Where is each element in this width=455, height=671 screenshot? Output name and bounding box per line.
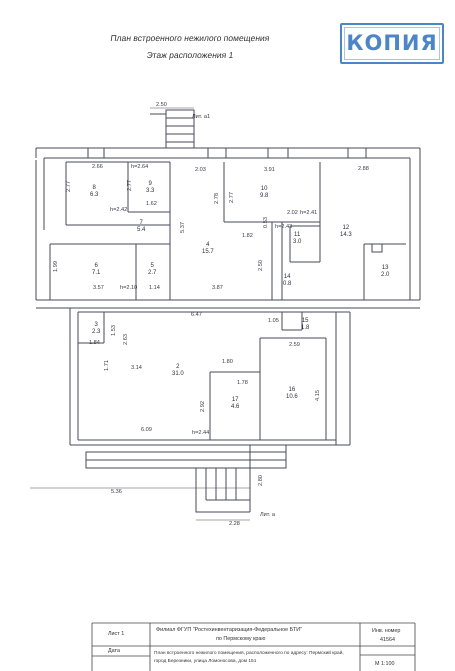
dim-label: h=2.43 [275,224,293,230]
dim-label: 2.50 [156,102,167,108]
dim-label: 3.57 [93,285,104,291]
org-name: Филиал ФГУП "Ростехинвентаризация-Федера… [156,627,303,633]
dim-label: 6.47 [191,312,202,318]
dim-label: 2.03 [195,167,206,173]
dim-label: h=2.42 [110,207,128,213]
dim-label: 2.59 [289,342,300,348]
dim-label: h=2.10 [120,285,138,291]
dim-label: 3.87 [212,285,223,291]
description-line2: город Березники, улица Ломоносова, дом 1… [154,659,257,664]
dim-label: 3.14 [131,365,142,371]
dim-label: 1.82 [242,233,253,239]
stamp-frame [344,27,440,60]
dim-label: h=2.64 [131,164,149,170]
description-line1: План встроенного нежилого помещения, рас… [154,651,344,656]
stair-bottom [195,468,250,513]
org-region: по Пермскому краю [216,636,266,642]
stair-top [165,109,195,149]
dim-label: 1.05 [268,318,279,324]
lit-a-label: Лит. а [260,512,275,518]
inventory-number: 41564 [380,637,395,643]
sheet-label: Лист 1 [108,631,125,637]
dim-label: 3.91 [264,167,275,173]
scale-label: М 1:100 [375,661,395,667]
dim-label: 1.14 [149,285,160,291]
dim-label: 2.28 [229,521,240,527]
copy-stamp: КОПИЯ [340,23,444,64]
dim-label: 1.84 [89,340,100,346]
dim-label: 2.88 [358,166,369,172]
dim-label: 2.02 [287,210,298,216]
dim-label: h=2.41 [300,210,318,216]
dim-label: 1.62 [146,201,157,207]
dim-label: h=2.44 [192,430,210,436]
dim-label: 1.78 [237,380,248,386]
stamp-text: КОПИЯ [346,31,438,55]
dim-label: 6.09 [141,427,152,433]
lit-a1-label: Лит. а1 [192,114,211,120]
date-label: Дата [108,648,120,654]
dim-label: 1.80 [222,359,233,365]
wc-fixture [371,243,383,253]
inventory-label: Инв. номер [372,628,401,634]
dim-label: 5.36 [111,489,122,495]
dim-label: 2.66 [92,164,103,170]
